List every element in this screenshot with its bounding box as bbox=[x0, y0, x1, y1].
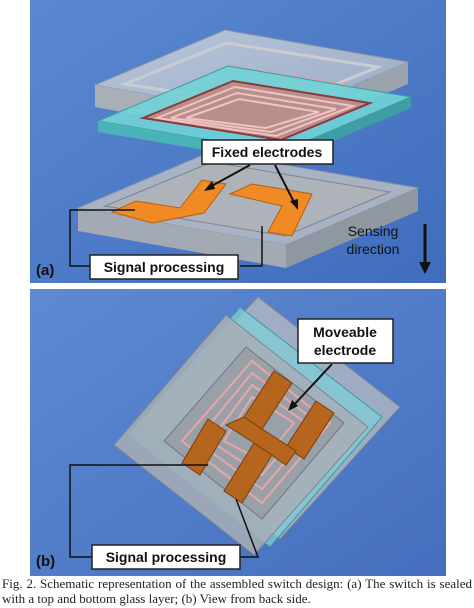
callout-signal-processing-b: Signal processing bbox=[69, 464, 260, 570]
panel-a-label: (a) bbox=[36, 262, 54, 279]
svg-text:Signal processing: Signal processing bbox=[106, 549, 227, 565]
svg-text:Fixed electrodes: Fixed electrodes bbox=[212, 144, 323, 160]
down-arrow-icon bbox=[419, 224, 431, 274]
figure-panel-a: Fixed electrodes Signal processing Sensi… bbox=[30, 0, 446, 283]
panel-b-label: (b) bbox=[36, 553, 55, 570]
svg-text:electrode: electrode bbox=[314, 342, 376, 358]
svg-text:Moveable: Moveable bbox=[313, 324, 377, 340]
figure-panel-b: Moveable electrode Signal processing (b) bbox=[30, 289, 446, 576]
membrane-layer bbox=[96, 65, 413, 163]
sensing-label-line2: direction bbox=[347, 241, 400, 257]
panel-b-illustration: Moveable electrode Signal processing (b) bbox=[30, 289, 446, 576]
moveable-electrode bbox=[181, 370, 335, 504]
sensing-label-line1: Sensing bbox=[348, 223, 399, 239]
callout-fixed-electrodes: Fixed electrodes bbox=[201, 139, 334, 210]
svg-text:Signal processing: Signal processing bbox=[104, 259, 225, 275]
fixed-electrode-left bbox=[110, 179, 227, 224]
panel-a-illustration: Fixed electrodes Signal processing Sensi… bbox=[30, 0, 446, 283]
figure-caption: Fig. 2. Schematic representation of the … bbox=[2, 576, 472, 606]
callout-moveable-electrode: Moveable electrode bbox=[288, 318, 394, 411]
callout-signal-processing-a: Signal processing bbox=[69, 209, 263, 280]
